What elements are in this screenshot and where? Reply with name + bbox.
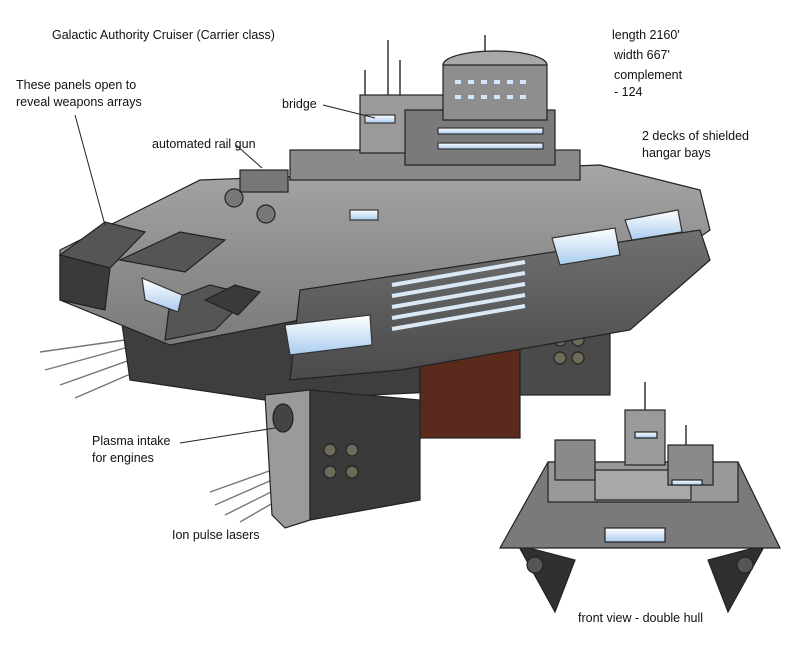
callout-plasma-intake: Plasma intake for engines	[92, 434, 171, 465]
front-view-ship	[498, 382, 781, 614]
ion-laser-barrels	[39, 339, 279, 523]
side-vents	[391, 260, 526, 331]
cruiser-main	[39, 35, 711, 529]
page-title: Galactic Authority Cruiser (Carrier clas…	[52, 28, 275, 42]
spec-complement: complement - 124	[614, 68, 683, 99]
callout-ion-lasers: Ion pulse lasers	[172, 528, 260, 542]
callout-rail-gun: automated rail gun	[152, 137, 256, 151]
superstructure	[289, 35, 581, 221]
rail-gun	[224, 169, 289, 224]
callout-hangar-bays: 2 decks of shielded hangar bays	[642, 129, 750, 160]
callout-lines	[74, 104, 376, 444]
spec-length: length 2160'	[612, 28, 680, 42]
callout-weapon-panels: These panels open to reveal weapons arra…	[16, 78, 142, 109]
weapon-panels	[58, 221, 262, 341]
hangar-windows	[141, 209, 683, 356]
side-hull	[289, 229, 711, 381]
spec-width: width 667'	[614, 48, 670, 62]
callout-bridge: bridge	[282, 97, 317, 111]
caption-front-view: front view - double hull	[578, 611, 704, 625]
